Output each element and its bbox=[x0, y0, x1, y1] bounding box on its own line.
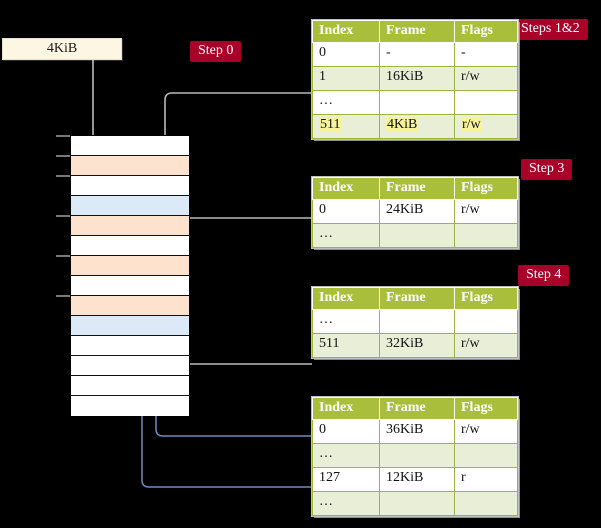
source-frame-label: 4KiB bbox=[46, 41, 78, 56]
cell-flags: r/w bbox=[454, 419, 518, 444]
table-row: 511 4KiB r/w bbox=[312, 114, 518, 139]
column-header-flags: Flags bbox=[454, 20, 518, 43]
table-row: 0-- bbox=[312, 42, 518, 67]
cell-flags: r/w bbox=[454, 114, 518, 139]
column-header-index: Index bbox=[312, 20, 380, 43]
cell-frame: 4KiB bbox=[379, 114, 455, 139]
table-row: … bbox=[312, 491, 518, 516]
cell-frame: - bbox=[379, 42, 455, 67]
column-header-index: Index bbox=[312, 287, 380, 310]
memory-tick-mark bbox=[56, 255, 70, 257]
column-header-frame: Frame bbox=[379, 287, 455, 310]
cell-index: … bbox=[312, 90, 380, 115]
table-row: … bbox=[312, 443, 518, 468]
badge-steps-1-2: Steps 1&2 bbox=[513, 19, 588, 40]
memory-frame-row bbox=[71, 156, 189, 176]
connector-step12-a bbox=[164, 92, 312, 164]
memory-frame-row bbox=[71, 136, 189, 156]
table-row: … bbox=[312, 223, 518, 248]
memory-frame-row bbox=[71, 196, 189, 216]
cell-frame: 12KiB bbox=[379, 467, 455, 492]
memory-frame-row bbox=[71, 316, 189, 336]
badge-step-3: Step 3 bbox=[521, 159, 573, 180]
memory-frame-row bbox=[71, 376, 189, 396]
column-header-flags: Flags bbox=[454, 287, 518, 310]
column-header-index: Index bbox=[312, 177, 380, 200]
cell-flags bbox=[454, 223, 518, 248]
table-row: … bbox=[312, 90, 518, 115]
cell-index: 0 bbox=[312, 199, 380, 224]
column-header-frame: Frame bbox=[379, 177, 455, 200]
memory-frame-row bbox=[71, 176, 189, 196]
cell-flags: - bbox=[454, 42, 518, 67]
memory-tick-mark bbox=[56, 215, 70, 217]
highlighted-value: r/w bbox=[461, 117, 482, 132]
highlighted-value: 511 bbox=[319, 117, 342, 132]
memory-frame-row bbox=[71, 356, 189, 376]
cell-index: 1 bbox=[312, 66, 380, 91]
cell-flags: r/w bbox=[454, 333, 518, 358]
cell-index: 0 bbox=[312, 42, 380, 67]
cell-frame bbox=[379, 223, 455, 248]
cell-flags bbox=[454, 309, 518, 334]
cell-frame bbox=[379, 90, 455, 115]
cell-flags bbox=[454, 443, 518, 468]
cell-flags: r/w bbox=[454, 66, 518, 91]
column-header-flags: Flags bbox=[454, 177, 518, 200]
cell-frame: 32KiB bbox=[379, 333, 455, 358]
memory-frame-row bbox=[71, 216, 189, 236]
memory-tick-mark bbox=[56, 135, 70, 137]
cell-flags: r bbox=[454, 467, 518, 492]
badge-step-0: Step 0 bbox=[190, 41, 242, 62]
highlighted-value: 4KiB bbox=[386, 117, 419, 132]
column-header-index: Index bbox=[312, 397, 380, 420]
cell-frame bbox=[379, 491, 455, 516]
memory-frame-row bbox=[71, 296, 189, 316]
memory-frame-row bbox=[71, 396, 189, 416]
physical-memory-column bbox=[70, 135, 190, 416]
memory-frame-row bbox=[71, 336, 189, 356]
column-header-frame: Frame bbox=[379, 20, 455, 43]
table-row: … bbox=[312, 309, 518, 334]
cell-flags bbox=[454, 491, 518, 516]
cell-frame bbox=[379, 443, 455, 468]
memory-frame-row bbox=[71, 276, 189, 296]
memory-tick-mark bbox=[56, 295, 70, 297]
cell-index: 0 bbox=[312, 419, 380, 444]
cell-frame bbox=[379, 309, 455, 334]
memory-tick-mark bbox=[56, 155, 70, 157]
cell-index: … bbox=[312, 309, 380, 334]
source-frame-box: 4KiB bbox=[2, 38, 122, 60]
cell-flags bbox=[454, 90, 518, 115]
cell-index: … bbox=[312, 491, 380, 516]
connector-table3-row127 bbox=[134, 206, 312, 488]
cell-index: … bbox=[312, 443, 380, 468]
cell-frame: 16KiB bbox=[379, 66, 455, 91]
cell-index: 127 bbox=[312, 467, 380, 492]
column-header-flags: Flags bbox=[454, 397, 518, 420]
cell-index: 511 bbox=[312, 333, 380, 358]
cell-index: … bbox=[312, 223, 380, 248]
column-header-frame: Frame bbox=[379, 397, 455, 420]
cell-frame: 36KiB bbox=[379, 419, 455, 444]
badge-step-4: Step 4 bbox=[518, 265, 570, 286]
memory-frame-row bbox=[71, 236, 189, 256]
cell-flags: r/w bbox=[454, 199, 518, 224]
connector-table3-row0 bbox=[148, 326, 312, 437]
connector-step3 bbox=[174, 217, 312, 264]
memory-frame-row bbox=[71, 256, 189, 276]
cell-frame: 24KiB bbox=[379, 199, 455, 224]
memory-tick-mark bbox=[56, 175, 70, 177]
cell-index: 511 bbox=[312, 114, 380, 139]
